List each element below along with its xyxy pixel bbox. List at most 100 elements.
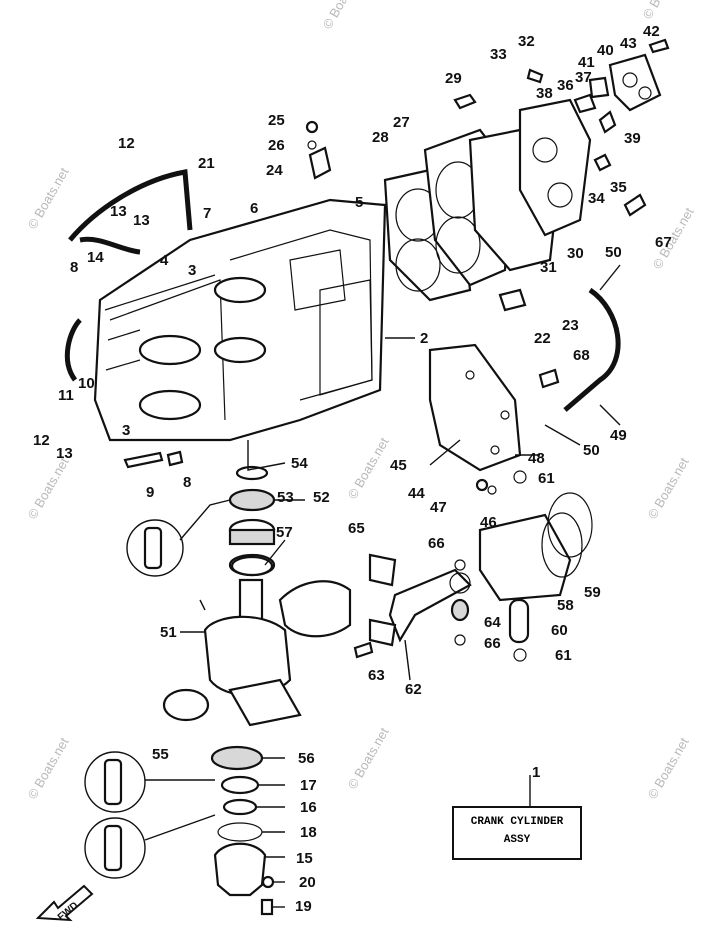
callout-52: 52	[313, 489, 330, 506]
callout-40: 40	[597, 42, 614, 59]
watermark: © Boats.net	[345, 725, 392, 792]
callout-12: 12	[33, 432, 50, 449]
callout-26: 26	[268, 137, 285, 154]
callout-28: 28	[372, 129, 389, 146]
leader-lines	[144, 264, 621, 908]
hardware-bits	[123, 38, 670, 659]
callout-3: 3	[188, 262, 196, 279]
callout-4: 4	[160, 252, 169, 269]
callout-37: 37	[575, 69, 592, 86]
crankcase-block	[93, 198, 387, 442]
callout-8: 8	[70, 259, 78, 276]
callout-42: 42	[643, 23, 660, 40]
callout-48: 48	[528, 450, 545, 467]
callout-33: 33	[490, 46, 507, 63]
callout-47: 47	[430, 499, 447, 516]
assembly-callout: 1	[532, 764, 540, 781]
callout-6: 6	[250, 200, 258, 217]
callout-55: 55	[152, 746, 169, 763]
callout-21: 21	[198, 155, 215, 172]
callout-11: 11	[58, 387, 74, 404]
watermark: © Boats.net	[25, 455, 72, 522]
callout-2: 2	[420, 330, 428, 347]
callout-56: 56	[298, 750, 315, 767]
callout-49: 49	[610, 427, 627, 444]
callout-62: 62	[405, 681, 422, 698]
callout-22: 22	[534, 330, 551, 347]
callout-20: 20	[299, 874, 316, 891]
callout-30: 30	[567, 245, 584, 262]
callout-34: 34	[588, 190, 605, 207]
callout-27: 27	[393, 114, 410, 131]
bearing-detail-circles	[84, 519, 184, 879]
hoses	[64, 169, 621, 412]
callout-46: 46	[480, 514, 497, 531]
crankshaft-assembly	[162, 465, 352, 916]
watermark: © Boats.net	[320, 0, 367, 31]
callout-59: 59	[584, 584, 601, 601]
callout-17: 17	[300, 777, 317, 794]
callout-64: 64	[484, 614, 501, 631]
callout-63: 63	[368, 667, 385, 684]
callout-61: 61	[538, 470, 555, 487]
callout-44: 44	[408, 485, 425, 502]
callout-16: 16	[300, 799, 317, 816]
watermark: © Boats.net	[645, 735, 692, 802]
assembly-label-line2: ASSY	[503, 834, 531, 846]
watermark: © Boats.net	[640, 0, 687, 21]
callout-54: 54	[291, 455, 308, 472]
callout-5: 5	[355, 194, 363, 211]
callout-14: 14	[87, 249, 104, 266]
watermark: © Boats.net	[25, 165, 72, 232]
forward-arrow: FWD	[36, 884, 94, 922]
callout-66: 66	[484, 635, 501, 652]
callout-19: 19	[295, 898, 312, 915]
callout-57: 57	[276, 524, 293, 541]
callout-41: 41	[578, 54, 595, 71]
callouts: 2 3 3 4 5 6 7 8 8 9 10 11 12 12 13 13 13…	[33, 23, 672, 915]
callout-13: 13	[56, 445, 73, 462]
callout-53: 53	[277, 489, 294, 506]
callout-35: 35	[610, 179, 627, 196]
callout-12: 12	[118, 135, 135, 152]
callout-9: 9	[146, 484, 154, 501]
callout-23: 23	[562, 317, 579, 334]
callout-66: 66	[428, 535, 445, 552]
callout-61: 61	[555, 647, 572, 664]
callout-60: 60	[551, 622, 568, 639]
watermark: © Boats.net	[345, 435, 392, 502]
callout-45: 45	[390, 457, 407, 474]
assembly-label-line1: CRANK CYLINDER	[470, 816, 564, 828]
callout-29: 29	[445, 70, 462, 87]
callout-36: 36	[557, 77, 574, 94]
callout-15: 15	[296, 850, 313, 867]
callout-3: 3	[122, 422, 130, 439]
callout-18: 18	[300, 824, 317, 841]
callout-25: 25	[268, 112, 285, 129]
assembly-label-box: CRANK CYLINDER ASSY	[452, 806, 582, 860]
callout-7: 7	[203, 205, 211, 222]
callout-13: 13	[133, 212, 150, 229]
callout-65: 65	[348, 520, 365, 537]
callout-8: 8	[183, 474, 191, 491]
callout-10: 10	[78, 375, 95, 392]
watermark: © Boats.net	[25, 735, 72, 802]
callout-31: 31	[540, 259, 557, 276]
watermark: © Boats.net	[645, 455, 692, 522]
callout-67: 67	[655, 234, 672, 251]
callout-50: 50	[605, 244, 622, 261]
callout-38: 38	[536, 85, 553, 102]
callout-50: 50	[583, 442, 600, 459]
piston-group	[230, 470, 593, 662]
callout-24: 24	[266, 162, 283, 179]
callout-68: 68	[573, 347, 590, 364]
cylinder-head-group	[383, 53, 662, 302]
callout-58: 58	[557, 597, 574, 614]
callout-32: 32	[518, 33, 535, 50]
callout-51: 51	[160, 624, 177, 641]
side-cover-plate	[428, 343, 522, 472]
callout-43: 43	[620, 35, 637, 52]
callout-13: 13	[110, 203, 127, 220]
callout-39: 39	[624, 130, 641, 147]
